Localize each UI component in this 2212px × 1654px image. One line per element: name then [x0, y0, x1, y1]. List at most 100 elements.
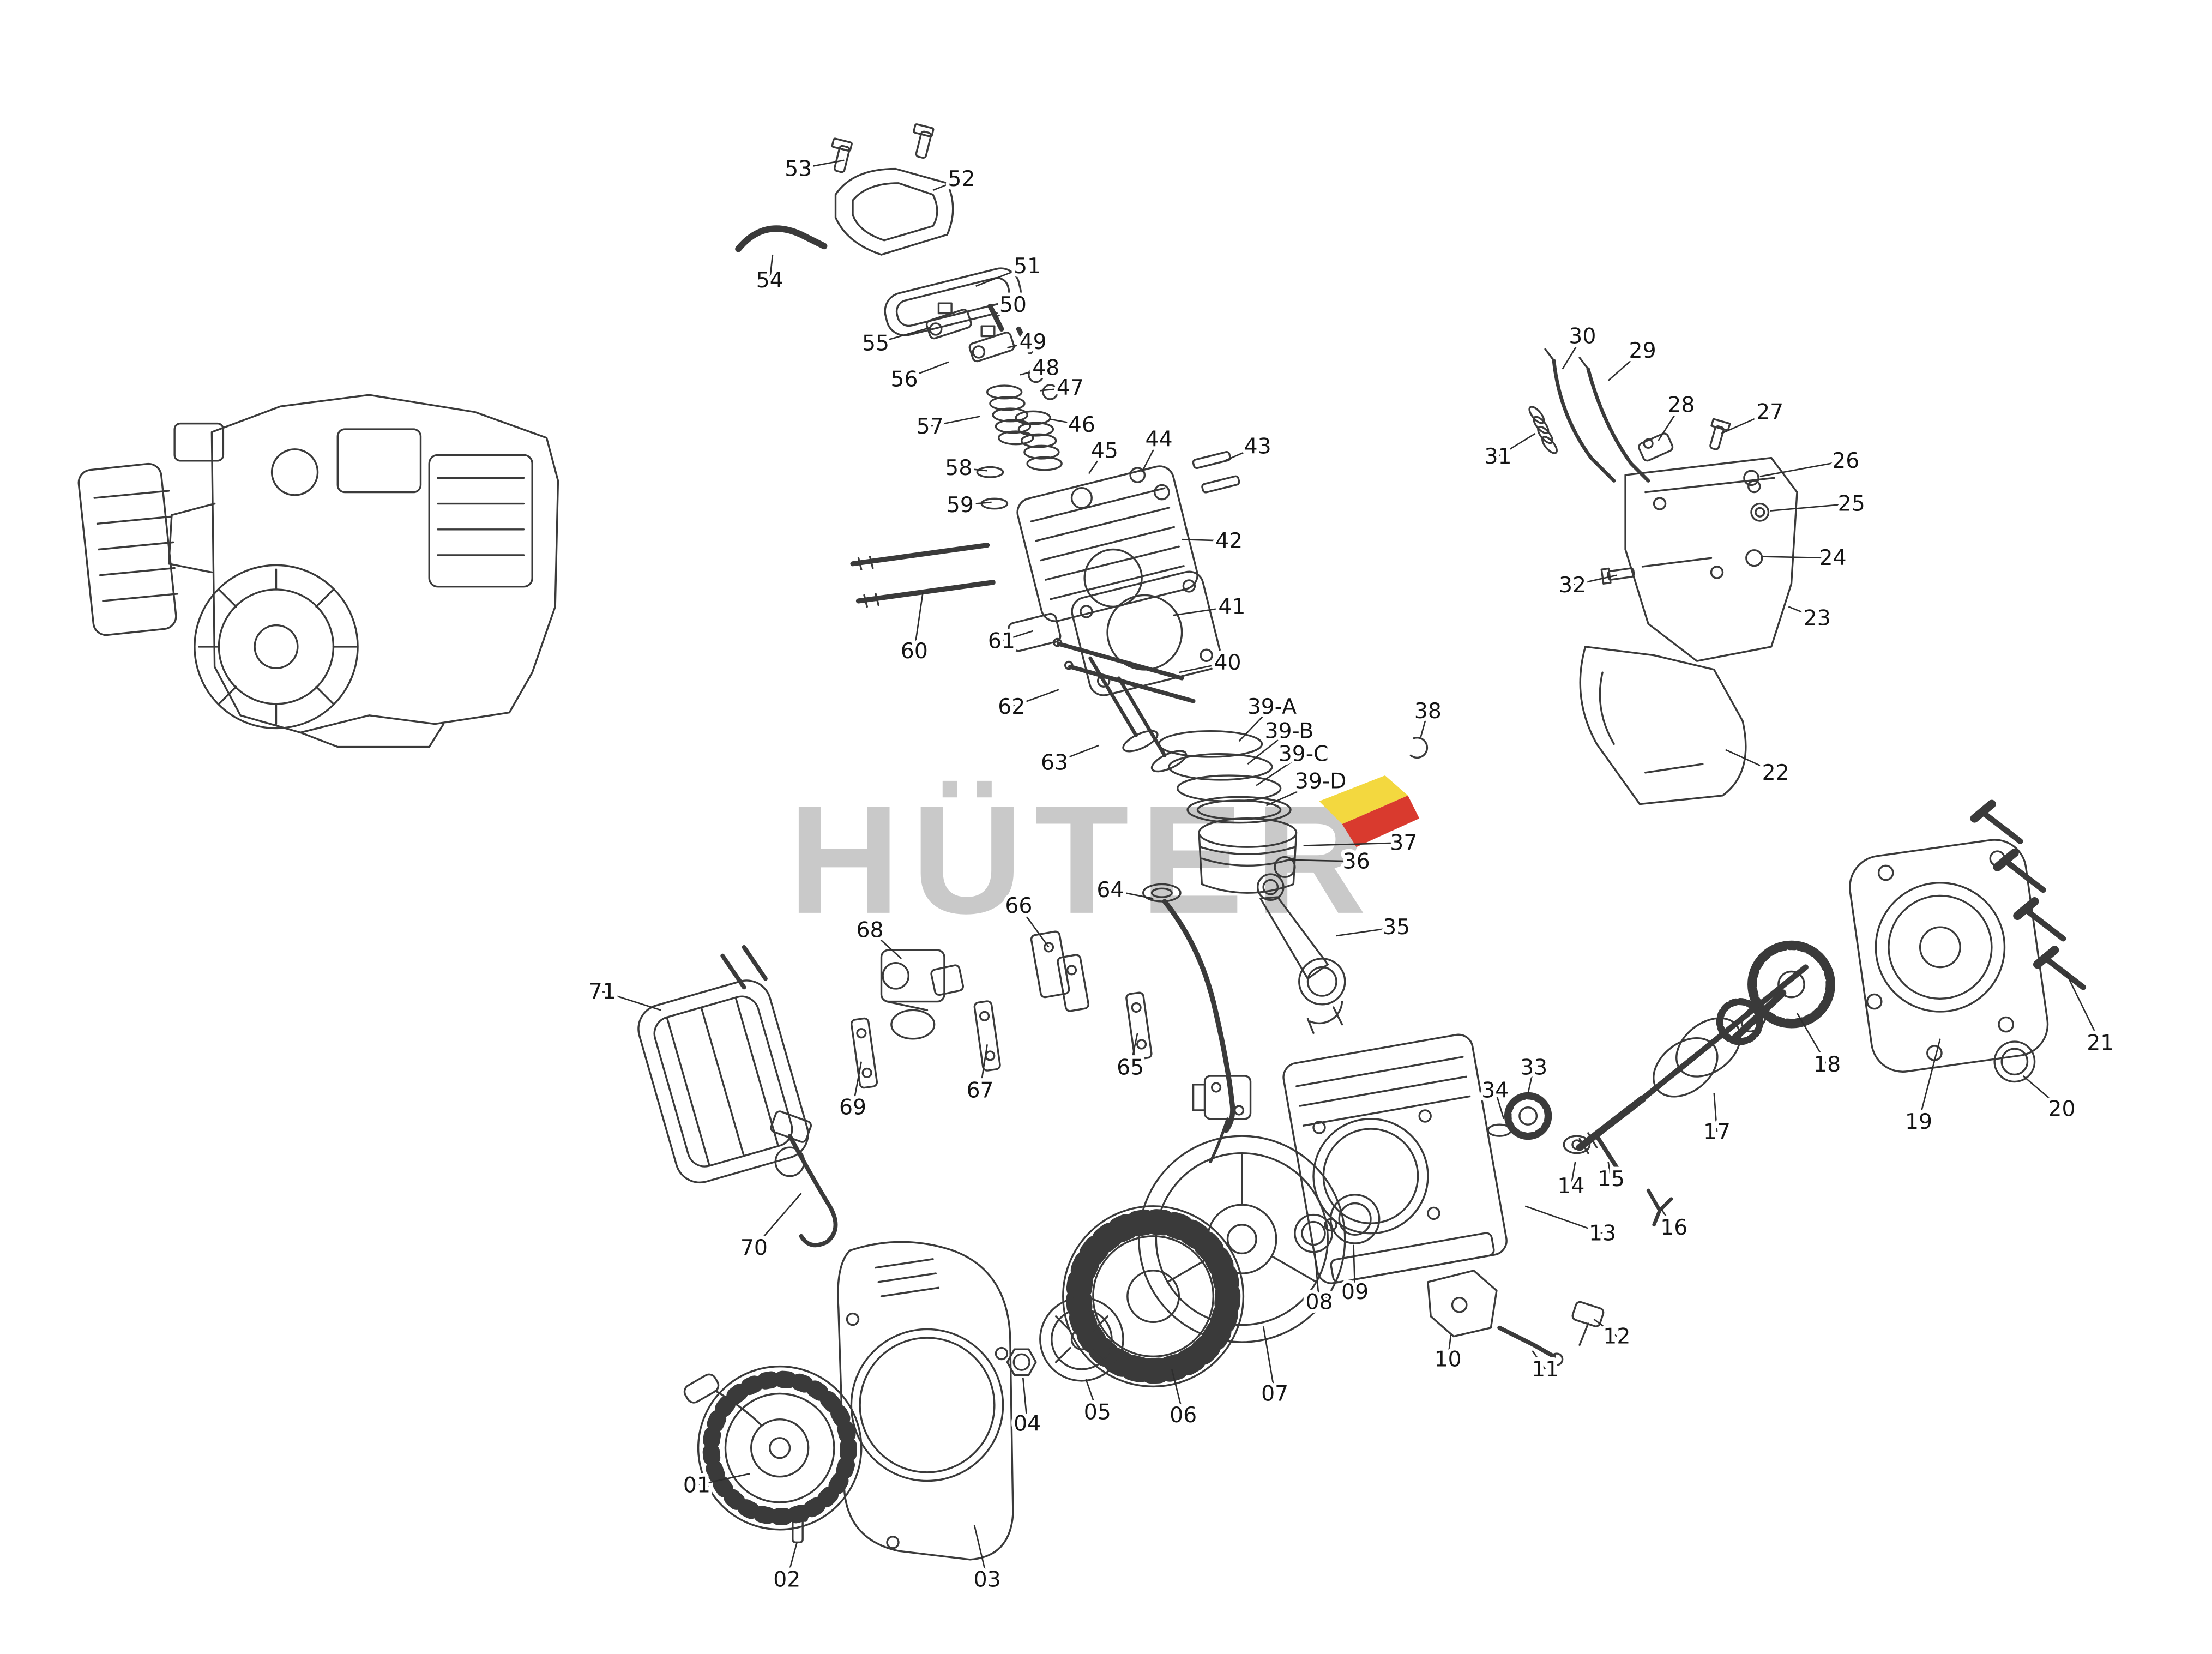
part-label-50: 50 — [999, 292, 1027, 317]
part-label-54: 54 — [756, 268, 783, 293]
crankshaft — [1576, 964, 1809, 1154]
part-label-67: 67 — [967, 1078, 994, 1103]
part-label-04: 04 — [1014, 1411, 1041, 1436]
part-label-11: 11 — [1532, 1357, 1559, 1382]
leader-line-47 — [1040, 387, 1071, 392]
part-label-52: 52 — [948, 166, 975, 191]
part-label-26: 26 — [1832, 448, 1859, 473]
part-label-12: 12 — [1603, 1324, 1630, 1349]
camshaft — [1730, 940, 1835, 1043]
part-label-53: 53 — [785, 157, 812, 182]
leader-line-32 — [1572, 574, 1617, 586]
part-label-06: 06 — [1170, 1403, 1197, 1428]
part-label-70: 70 — [740, 1235, 768, 1260]
part-label-17: 17 — [1703, 1119, 1731, 1144]
leader-line-34 — [1494, 1090, 1505, 1120]
part-label-63: 63 — [1041, 750, 1068, 775]
oil-seal-and-bearing — [1294, 1194, 1381, 1253]
leader-line-45 — [1088, 450, 1105, 474]
push-rod-group — [1008, 612, 1196, 703]
control-bracket-group — [1528, 348, 1798, 805]
part-label-56: 56 — [890, 366, 918, 392]
part-label-45: 45 — [1091, 438, 1118, 463]
leader-line-03 — [973, 1525, 988, 1580]
leader-line-50 — [995, 304, 1014, 318]
part-label-66: 66 — [1005, 893, 1032, 918]
part-label-59: 59 — [947, 492, 974, 518]
leader-line-18 — [1796, 1012, 1828, 1065]
part-label-09: 09 — [1341, 1279, 1369, 1304]
leader-line-69 — [852, 1061, 863, 1108]
part-label-58: 58 — [945, 455, 972, 480]
part-label-55: 55 — [862, 331, 889, 356]
leader-line-01 — [696, 1473, 750, 1486]
leader-line-21 — [2065, 972, 2101, 1044]
part-label-01: 01 — [683, 1472, 710, 1497]
part-label-22: 22 — [1762, 760, 1789, 785]
huter-logo-flag-icon — [1319, 775, 1420, 847]
leader-line-46 — [1050, 418, 1082, 426]
part-label-48: 48 — [1032, 355, 1059, 380]
oil-filler-tube — [1142, 883, 1235, 1133]
leader-line-61 — [1001, 630, 1034, 642]
part-label-15: 15 — [1598, 1166, 1625, 1192]
part-label-19: 19 — [1905, 1109, 1932, 1134]
leader-line-58 — [959, 467, 987, 472]
leader-line-43 — [1224, 446, 1258, 462]
part-label-49: 49 — [1020, 329, 1047, 354]
leader-line-35 — [1336, 926, 1397, 937]
leader-line-13 — [1524, 1205, 1603, 1234]
part-label-51: 51 — [1014, 254, 1041, 279]
leader-line-37 — [1303, 842, 1404, 846]
leader-line-64 — [1110, 889, 1154, 899]
leader-line-14 — [1570, 1162, 1576, 1187]
part-label-13: 13 — [1589, 1221, 1616, 1246]
leader-line-59 — [960, 501, 992, 506]
leader-line-42 — [1182, 538, 1229, 542]
leader-line-66 — [1018, 905, 1050, 948]
leader-line-15 — [1607, 1162, 1612, 1180]
leader-line-39-B — [1247, 730, 1290, 765]
part-label-37: 37 — [1390, 830, 1417, 855]
part-label-39-B: 39-B — [1264, 719, 1313, 744]
part-label-47: 47 — [1057, 375, 1084, 400]
part-label-38: 38 — [1414, 699, 1442, 724]
muffler — [637, 945, 809, 1184]
leader-line-52 — [932, 178, 962, 191]
leader-line-06 — [1171, 1369, 1184, 1416]
valve-cover-group — [735, 123, 954, 256]
part-label-23: 23 — [1804, 605, 1831, 630]
leader-line-41 — [1173, 606, 1232, 616]
leader-line-62 — [1011, 689, 1059, 708]
recoil-starter — [683, 1365, 863, 1544]
part-label-29: 29 — [1629, 338, 1656, 363]
leader-line-63 — [1054, 744, 1099, 763]
ignition-coil — [1192, 1075, 1252, 1164]
part-label-28: 28 — [1667, 393, 1695, 418]
part-label-30: 30 — [1569, 324, 1596, 349]
part-label-42: 42 — [1215, 528, 1243, 554]
leader-line-51 — [975, 265, 1028, 287]
part-label-33: 33 — [1520, 1055, 1547, 1080]
leader-line-39-A — [1238, 706, 1273, 742]
crankcase — [1282, 1033, 1508, 1284]
part-label-05: 05 — [1084, 1400, 1111, 1425]
leader-line-27 — [1721, 411, 1770, 435]
leader-line-19 — [1918, 1038, 1941, 1122]
part-label-35: 35 — [1383, 915, 1410, 940]
governor-arm-group — [1427, 1270, 1605, 1366]
leader-line-16 — [1660, 1208, 1675, 1228]
part-label-62: 62 — [998, 694, 1025, 719]
cylinder-head-group — [1016, 451, 1240, 622]
leader-line-70 — [753, 1193, 802, 1248]
leader-line-23 — [1788, 606, 1818, 619]
leader-line-38 — [1420, 711, 1429, 737]
carburetor-gaskets — [850, 991, 1153, 1089]
flywheel-nut — [1006, 1348, 1037, 1376]
part-label-39-A: 39-A — [1247, 694, 1297, 719]
cylinder-studs — [850, 543, 996, 608]
part-label-44: 44 — [1146, 426, 1173, 452]
part-label-34: 34 — [1481, 1078, 1509, 1103]
part-label-27: 27 — [1756, 400, 1783, 425]
